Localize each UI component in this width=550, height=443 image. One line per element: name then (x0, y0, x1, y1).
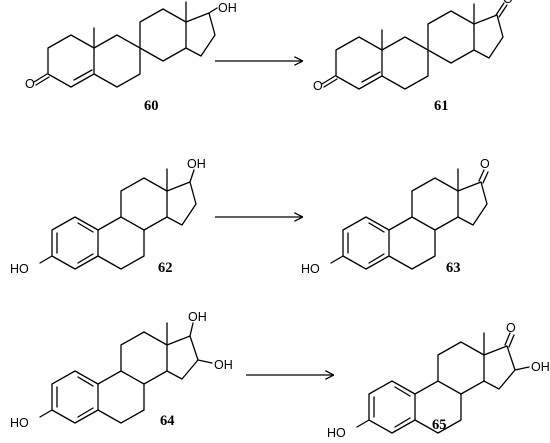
compound-62: HO OH (10, 157, 206, 276)
label-oh16: OH (214, 358, 233, 372)
label-oh3: HO (10, 416, 29, 430)
compound-64: HO OH OH (10, 310, 233, 430)
compound-number-63: 63 (446, 260, 461, 276)
compound-61: O O (313, 0, 513, 93)
compound-number-62: 62 (158, 260, 173, 276)
label-oh3: HO (301, 262, 320, 276)
label-oh17: OH (218, 1, 237, 15)
compound-65: HO O OH (327, 321, 550, 440)
label-oh16: OH (531, 360, 550, 374)
label-oh17: OH (188, 310, 207, 324)
label-o17: O (503, 0, 513, 6)
label-o17: O (506, 321, 516, 335)
compound-60: O OH (25, 1, 237, 91)
compound-number-64: 64 (160, 413, 175, 429)
label-o3: O (313, 79, 323, 93)
compound-63: HO O (301, 157, 490, 276)
compound-number-60: 60 (144, 98, 159, 114)
label-oh3: HO (10, 262, 29, 276)
label-o17: O (480, 157, 490, 171)
compound-number-61: 61 (434, 98, 449, 114)
label-oh17: OH (187, 157, 206, 171)
compound-number-65: 65 (432, 417, 447, 433)
label-oh3: HO (327, 426, 346, 440)
label-o3: O (25, 77, 35, 91)
